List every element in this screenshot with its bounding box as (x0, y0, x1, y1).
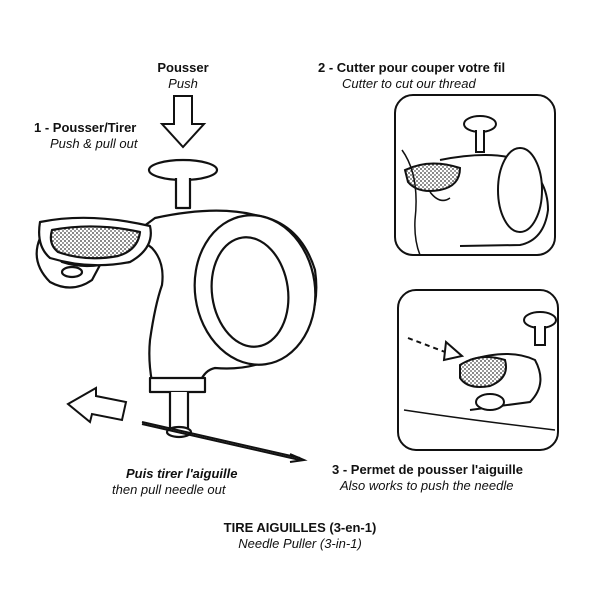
step3-label-en: Also works to push the needle (340, 478, 514, 493)
step3-label-fr: 3 - Permet de pousser l'aiguille (332, 462, 523, 477)
push-label-fr: Pousser (157, 60, 209, 75)
step2-label-fr: 2 - Cutter pour couper votre fil (318, 60, 506, 75)
push-arrow (159, 95, 207, 149)
side-tab (35, 236, 102, 289)
step1-label-en: Push & pull out (50, 136, 138, 151)
step1-label-fr: 1 - Pousser/Tirer (34, 120, 137, 135)
needle-puller-main (35, 158, 318, 439)
device-base (148, 376, 207, 394)
pull-arrow (66, 386, 128, 424)
push-label-en: Push (168, 76, 198, 91)
title-fr: TIRE AIGUILLES (3-en-1) (223, 520, 377, 535)
panel-push-needle (397, 289, 559, 451)
panel-cutter (394, 94, 556, 256)
plunger-cap (147, 158, 219, 182)
step2-label-en: Cutter to cut our thread (342, 76, 476, 91)
pull-label-en: then pull needle out (112, 482, 226, 497)
needle (141, 421, 308, 463)
title-en: Needle Puller (3-in-1) (238, 536, 362, 551)
pull-label-fr: Puis tirer l'aiguille (126, 466, 238, 481)
